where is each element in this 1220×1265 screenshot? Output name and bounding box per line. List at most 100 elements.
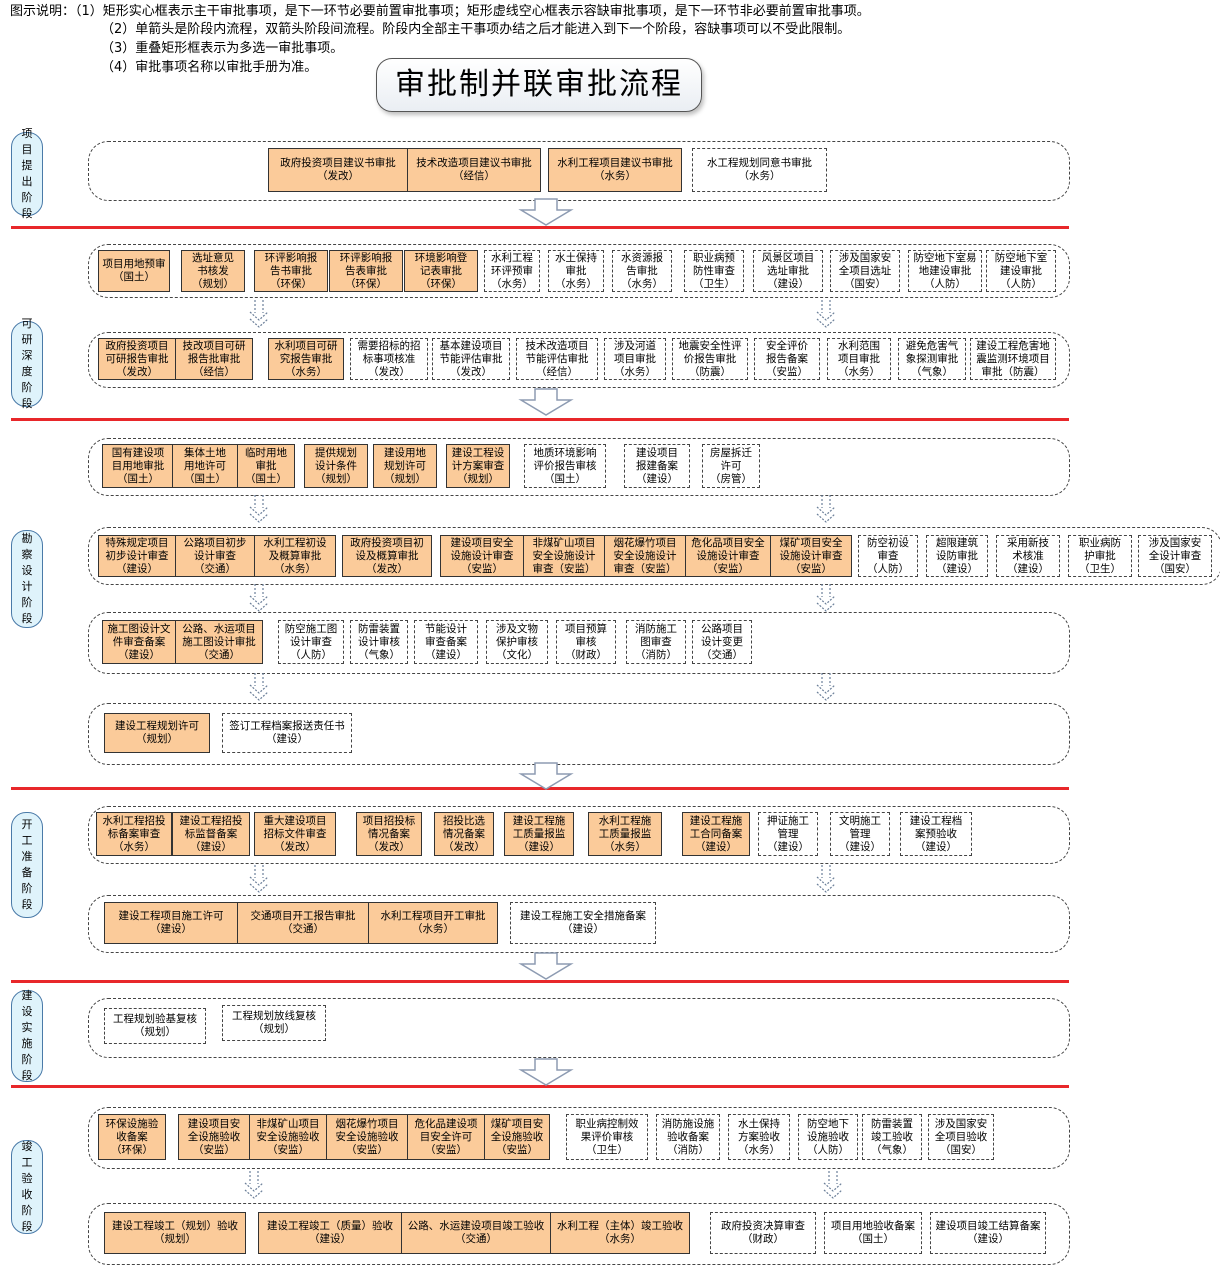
item-bidding-status-filing: 项目招投标情况备案（发改） — [356, 812, 422, 856]
item-construction-contract-filing: 建设工程施工合同备案（建设） — [682, 812, 750, 856]
item-land-pre-review: 项目用地预审（国土） — [98, 250, 170, 292]
item-construction-bidding-supervision: 建设工程招投标监督备案（建设） — [172, 812, 250, 856]
item-water-eia-prereview: 水利工程环评预审（水务） — [484, 250, 540, 292]
item-design-scheme-review: 建设工程设计方案审查（规划） — [446, 444, 510, 488]
flow-connector-arrow — [816, 865, 836, 893]
stage-label-3: 勘察设计阶段 — [11, 530, 43, 628]
item-coal-mine-acceptance: 煤矿项目安全设施验收（安监） — [484, 1114, 550, 1160]
item-civil-defense-relocation: 防空地下室易地建设审批（人防） — [908, 250, 982, 292]
item-road-preliminary-design: 公路项目初步设计审查（交通） — [175, 535, 255, 577]
item-land-acceptance-filing: 项目用地验收备案（国土） — [824, 1212, 922, 1254]
stage-transition-arrow — [518, 388, 574, 416]
item-national-security-site: 涉及国家安全项目选址（国安） — [830, 250, 900, 292]
item-state-land-approval: 国有建设项目用地审批（国土） — [102, 444, 174, 488]
flow-connector-arrow — [816, 673, 836, 701]
item-cultural-relics-protection: 涉及文物保护审核（文化） — [486, 620, 548, 664]
item-national-security-acceptance: 涉及国家安全项目验收（国安） — [928, 1114, 994, 1160]
stage-label-4: 开工准备阶段 — [11, 812, 43, 918]
item-civil-defense-acceptance: 防空地下设施验收（人防） — [798, 1114, 858, 1160]
stage-label-2: 可研深度阶段 — [11, 317, 43, 410]
diagram-title: 审批制并联审批流程 — [376, 58, 702, 112]
item-water-bidding-filing: 水利工程招投标备案审查（水务） — [96, 812, 172, 856]
item-gov-final-accounts: 政府投资决算审查（财政） — [710, 1212, 816, 1254]
item-new-technology: 采用新技术核准（建设） — [996, 535, 1060, 577]
stage-transition-arrow — [518, 1058, 574, 1086]
item-safety-facility-design: 建设项目安全设施设计审查（安监） — [440, 535, 524, 577]
item-road-design-change: 公路项目设计变更（交通） — [692, 620, 752, 664]
item-road-waterway-drawing: 公路、水运项目施工图设计审批（交通） — [175, 620, 263, 664]
item-lightning-acceptance: 防雷装置竣工验收（气象） — [862, 1114, 922, 1160]
item-safety-measures-filing: 建设工程施工安全措施备案（建设） — [510, 902, 656, 944]
item-gov-investment-proposal-approval: 政府投资项目建议书审批（发改） — [268, 148, 408, 192]
flow-connector-arrow — [249, 300, 269, 328]
item-non-coal-mine-design: 非煤矿山项目安全设施设计审查（安监） — [523, 535, 605, 577]
item-seismic-monitoring-env: 建设工程危害地震监测环境项目审批（防震） — [970, 338, 1056, 380]
flow-connector-arrow — [816, 584, 836, 612]
stage-divider — [11, 980, 1069, 983]
stage-transition-arrow — [518, 952, 574, 980]
stage-transition-arrow — [518, 198, 574, 226]
item-tech-feasibility-report: 技改项目可研报告批审批（经信） — [175, 338, 253, 380]
item-fire-acceptance-filing: 消防施设施验收备案（消防） — [656, 1114, 720, 1160]
item-quality-completion-acceptance: 建设工程竣工（质量）验收（建设） — [258, 1212, 402, 1254]
item-scenic-area-site: 风景区项目选址审批（建设） — [753, 250, 823, 292]
flow-connector-arrow — [249, 495, 269, 523]
item-gov-feasibility-report: 政府投资项目可研报告审批（发改） — [98, 338, 176, 380]
item-safety-evaluation-filing: 安全评价报告备案（安监） — [754, 338, 820, 380]
item-certificate-construction-management: 押证施工管理（建设） — [758, 812, 818, 856]
item-foundation-check: 工程规划验基复核（规划） — [104, 1008, 206, 1044]
item-construction-quality-supervision: 建设工程施工质量报监（建设） — [504, 812, 574, 856]
flow-connector-arrow — [823, 1171, 843, 1199]
flow-connector-arrow — [249, 865, 269, 893]
item-demolition-permit: 房屋拆迁许可（房管） — [702, 444, 760, 488]
item-tech-energy-assessment: 技术改造项目节能评估审批（经信） — [516, 338, 598, 380]
item-civil-defense-drawing: 防空施工图设计审查（人防） — [278, 620, 344, 664]
item-water-project-proposal-approval: 水利工程项目建议书审批（水务） — [548, 148, 682, 192]
item-fireworks-acceptance: 烟花爆竹项目安全设施验收（安监） — [326, 1114, 408, 1160]
item-eco-facility-acceptance: 环保设施验收备案（环保） — [98, 1114, 166, 1160]
item-civilized-construction: 文明施工管理（建设） — [830, 812, 890, 856]
item-soil-conservation-acceptance: 水土保持方案验收（水务） — [728, 1114, 790, 1160]
item-site-selection-opinion: 选址意见书核发（规划） — [181, 250, 245, 292]
stage-divider — [11, 1085, 1069, 1088]
legend-line-2: （2）单箭头是阶段内流程，双箭头阶段间流程。阶段内全部主干事项办结之后才能进入到… — [101, 22, 851, 37]
item-civil-defense-construction: 防空地下室建设审批（人防） — [986, 250, 1056, 292]
item-comparison-selection-filing: 招投比选情况备案（发改） — [434, 812, 494, 856]
stage-transition-arrow — [518, 762, 574, 790]
legend-line-3: （3）重叠矩形框表示为多选一审批事项。 — [101, 41, 344, 56]
item-water-main-completion: 水利工程（主体）竣工验收（水务） — [550, 1212, 690, 1254]
item-fire-drawing-review: 消防施工图审查（消防） — [626, 620, 686, 664]
item-coal-mine-design: 煤矿项目安全设施设计审查（安监） — [770, 535, 852, 577]
item-collective-land-permit: 集体土地用地许可（国土） — [172, 444, 238, 488]
item-archive-pre-acceptance: 建设工程档案预验收（建设） — [900, 812, 972, 856]
item-eia-registration: 环境影响登记表审批（环保） — [404, 250, 478, 292]
item-gov-preliminary-design: 政府投资项目初设及概算审批（发改） — [342, 535, 432, 577]
item-setting-out-check: 工程规划放线复核（规划） — [222, 1005, 326, 1041]
item-construction-permit: 建设工程项目施工许可（建设） — [104, 902, 238, 944]
item-construction-drawing-review: 施工图设计文件审查备案（建设） — [102, 620, 176, 664]
item-basic-energy-assessment: 基本建设项目节能评估审批（发改） — [432, 338, 510, 380]
legend-line-1: 图示说明：（1）矩形实心框表示主干审批事项，是下一环节必要前置审批事项；矩形虚线… — [10, 4, 870, 19]
stage-divider — [11, 226, 1069, 229]
item-planning-design-conditions: 提供规划设计条件（规划） — [304, 444, 368, 488]
stage-divider — [11, 418, 1069, 421]
item-geological-env-report: 地质环境影响评价报告审核（国土） — [524, 444, 606, 488]
item-major-tender-review: 重大建设项目招标文件审查（发改） — [254, 812, 336, 856]
item-project-registration-filing: 建设项目报建备案（建设） — [624, 444, 690, 488]
item-lightning-protection-design: 防雷装置设计审核（气象） — [350, 620, 408, 664]
item-energy-design-filing: 节能设计审查备案（建设） — [414, 620, 478, 664]
item-fireworks-design: 烟花爆竹项目安全设施设计审查（安监） — [604, 535, 686, 577]
flow-connector-arrow — [816, 300, 836, 328]
item-non-coal-mine-acceptance: 非煤矿山项目安全设施验收（安监） — [249, 1114, 327, 1160]
item-occupational-control-evaluation: 职业病控制效果评价审核（卫生） — [566, 1114, 648, 1160]
item-water-resource-report: 水资源报告审批（水务） — [612, 250, 672, 292]
item-road-waterway-completion: 公路、水运建设项目竣工验收（交通） — [401, 1212, 551, 1254]
item-water-planning-consent: 水工程规划同意书审批（水务） — [692, 148, 827, 192]
item-eia-report-book: 环评影响报告书审批（环保） — [254, 250, 328, 292]
item-hazardous-chemicals-design: 危化品项目安全设施设计审查（安监） — [685, 535, 771, 577]
flow-connector-arrow — [244, 1171, 264, 1199]
item-water-start-approval: 水利工程项目开工审批（水务） — [368, 902, 498, 944]
item-overlimit-building: 超限建筑设防审批（建设） — [926, 535, 988, 577]
item-special-preliminary-design: 特殊规定项目初步设计审查（建设） — [98, 535, 176, 577]
item-hazardous-chemicals-permit: 危化品建设项目安全许可（安监） — [407, 1114, 485, 1160]
